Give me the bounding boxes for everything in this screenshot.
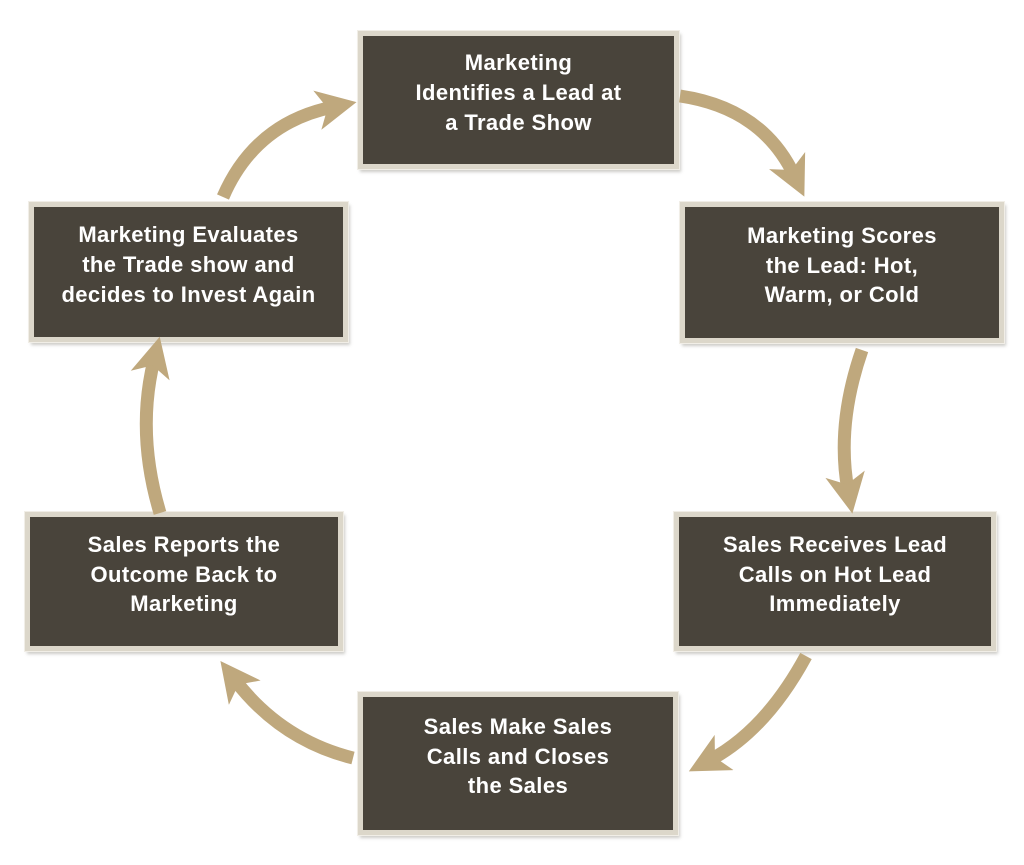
box-marketing-identifies-lead: Marketing Identifies a Lead at a Trade S… — [358, 31, 679, 169]
arrow-step5-to-step6-icon — [130, 336, 170, 515]
box-sales-reports-outcome: Sales Reports the Outcome Back to Market… — [25, 512, 343, 651]
box-marketing-evaluates: Marketing Evaluates the Trade show and d… — [29, 202, 348, 342]
arrow-step2-to-step3-icon — [825, 347, 869, 514]
arrow-step3-to-step4-icon — [688, 652, 812, 772]
box-marketing-scores-lead: Marketing Scores the Lead: Hot, Warm, or… — [680, 202, 1004, 343]
box-sales-receives-lead: Sales Receives Lead Calls on Hot Lead Im… — [674, 512, 996, 651]
arrow-step1-to-step2-icon — [679, 89, 806, 197]
arrow-step6-to-step1-icon — [217, 90, 357, 200]
arrow-step4-to-step5-icon — [220, 660, 355, 765]
box-sales-makes-calls: Sales Make Sales Calls and Closes the Sa… — [358, 692, 678, 835]
